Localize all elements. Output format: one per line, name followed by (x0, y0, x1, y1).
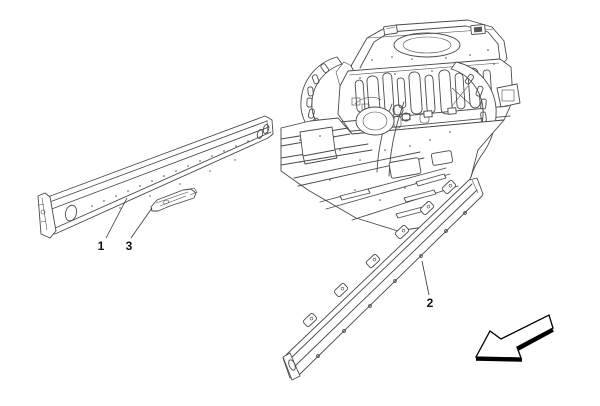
body-shell (280, 19, 521, 232)
part-1-left-endcap (37, 192, 57, 239)
part-1-rail (37, 115, 274, 239)
part-1-right-holes (256, 124, 270, 139)
callout-1-label: 1 (98, 239, 105, 253)
floor-pan (280, 96, 505, 232)
part-2-sill-rail (282, 177, 484, 381)
callout-3: 3 (126, 207, 153, 253)
callout-3-label: 3 (126, 239, 133, 253)
part-2-endcap (282, 352, 301, 381)
callout-1: 1 (98, 197, 128, 253)
floor-plates (388, 150, 454, 179)
bulkhead-slots (354, 67, 493, 118)
deck-bracket-right (470, 24, 486, 35)
part-3-bracket (150, 187, 198, 212)
differential-assembly (355, 104, 411, 136)
deck-bracket-left (383, 24, 398, 36)
deck-rivet-dots (371, 49, 489, 61)
callout-1-leader (105, 197, 128, 239)
callout-2-leader (421, 260, 430, 296)
right-side-bracket (496, 83, 521, 108)
floor-rails (280, 126, 459, 221)
sill-clips (302, 180, 457, 327)
part-1-rivet-dots (91, 140, 249, 209)
direction-arrow-icon (474, 314, 554, 362)
transmission-tunnel (354, 96, 405, 177)
part-1-left-hole (64, 204, 78, 222)
part-2-flange-holes (316, 211, 467, 358)
spare-wheel-recess (393, 32, 461, 58)
callout-2: 2 (421, 260, 434, 310)
floor-bolt-dots (299, 131, 451, 206)
right-wheel-arch (450, 61, 521, 178)
callout-3-leader (130, 207, 153, 239)
callout-2-label: 2 (427, 296, 434, 310)
bulkhead-brace (351, 85, 471, 129)
